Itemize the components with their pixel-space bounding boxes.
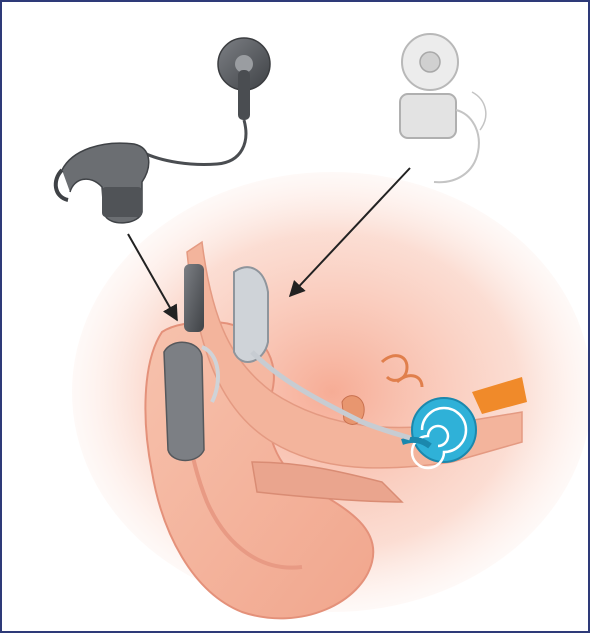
ear-anatomy [72, 172, 588, 618]
internal-implant-receiver [400, 34, 486, 182]
